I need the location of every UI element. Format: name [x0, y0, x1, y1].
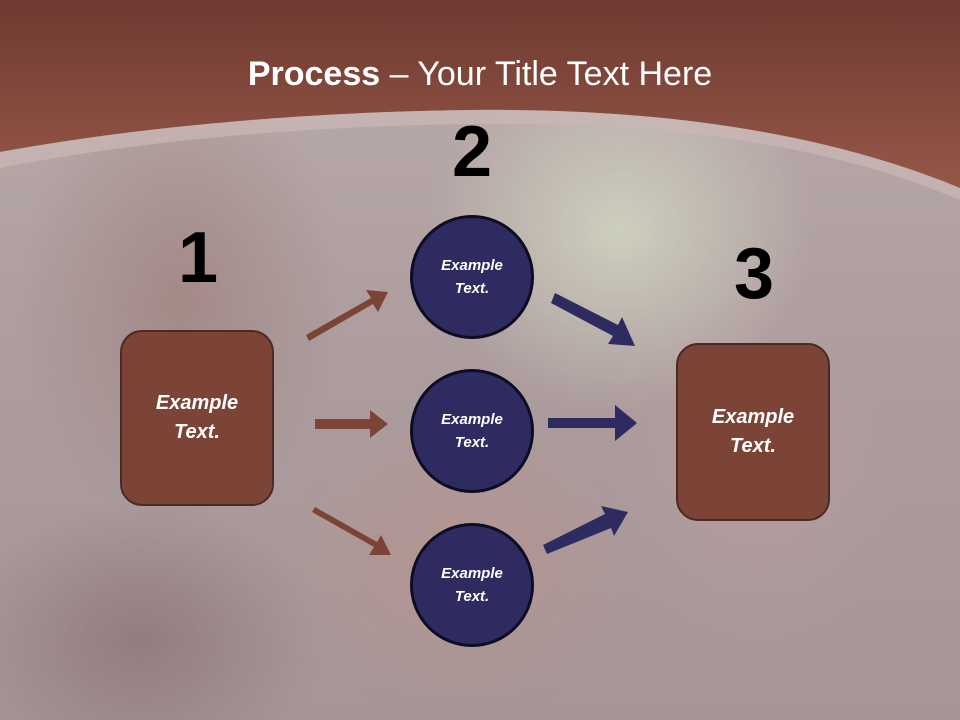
- step-3-box: Example Text.: [676, 343, 830, 521]
- circle-bottom-text: Example Text.: [441, 565, 503, 605]
- arrow-down-right-brown: [312, 507, 391, 555]
- arrow-down-right-navy: [551, 293, 635, 346]
- arrow-up-right-navy: [543, 506, 628, 554]
- arrow-right-navy: [548, 405, 637, 441]
- step-number-1: 1: [177, 218, 219, 298]
- step-2-circle-bottom: Example Text.: [410, 523, 534, 647]
- circle-middle-text: Example Text.: [441, 411, 503, 451]
- step-number-3: 3: [733, 234, 775, 314]
- arrow-right-brown: [315, 410, 388, 438]
- title-bold: Process: [247, 55, 381, 93]
- step-1-box: Example Text.: [120, 330, 274, 506]
- navy-arrows: [543, 293, 637, 554]
- step-2-circle-top: Example Text.: [410, 215, 534, 339]
- page-title: Process – Your Title Text Here: [0, 52, 960, 96]
- step-number-2: 2: [451, 112, 493, 192]
- arrow-up-right-brown: [306, 290, 388, 341]
- title-rest: – Your Title Text Here: [380, 55, 713, 93]
- step-2-circle-middle: Example Text.: [410, 369, 534, 493]
- circle-top-text: Example Text.: [441, 257, 503, 297]
- step-3-text: Example Text.: [711, 406, 795, 457]
- step-1-text: Example Text.: [155, 392, 239, 443]
- brown-arrows: [306, 290, 391, 555]
- header-banner: [0, 0, 960, 200]
